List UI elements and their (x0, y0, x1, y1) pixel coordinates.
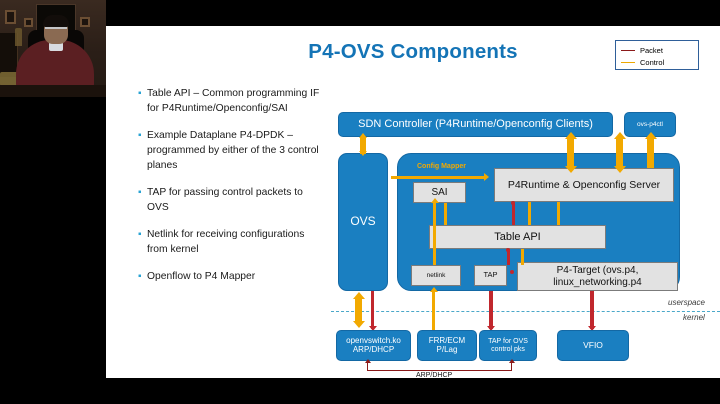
bullet-text: Openflow to P4 Mapper (147, 271, 256, 282)
bullet-text: Example Dataplane P4-DPDK – programmed b… (147, 130, 319, 171)
video-person-glasses (45, 27, 67, 33)
arrow-packet (512, 202, 515, 225)
arrow-packet (507, 249, 510, 265)
video-wall-picture (24, 18, 33, 27)
participant-video-tile[interactable] (0, 0, 106, 97)
label-arp-dhcp: ARP/DHCP (416, 372, 453, 379)
arrowhead-down (486, 326, 495, 331)
arrow-control (360, 138, 366, 154)
arrowhead-up (508, 359, 515, 363)
arrowhead-up (352, 292, 365, 299)
video-bookshelf (0, 33, 18, 77)
arrow-packet (489, 291, 493, 329)
bullet-marker-icon: ▪ (138, 187, 142, 198)
arrowhead-up (613, 132, 626, 139)
label-kernel: kernel (683, 313, 705, 322)
video-person-hair (43, 15, 69, 27)
arrow-packet-dot (511, 201, 515, 205)
arrowhead-down (352, 321, 365, 328)
arrow-packet (590, 291, 594, 329)
connector-arp-dhcp (367, 370, 512, 371)
arrow-control (647, 138, 654, 168)
arrowhead-up (644, 132, 657, 139)
arrowhead-down (368, 326, 377, 331)
legend-label: Control (640, 57, 665, 67)
bullet-marker-icon: ▪ (138, 229, 142, 240)
list-item: ▪ TAP for passing control packets to OVS (138, 185, 323, 215)
node-table-api[interactable]: Table API (429, 225, 606, 249)
arrow-packet (371, 291, 374, 329)
arrowhead-down (587, 326, 596, 331)
list-item: ▪ Netlink for receiving configurations f… (138, 227, 323, 257)
arrow-packet-dot (506, 248, 510, 252)
node-p4runtime-openconfig-server[interactable]: P4Runtime & Openconfig Server (494, 168, 674, 202)
bullet-marker-icon: ▪ (138, 130, 142, 141)
video-wall-picture (80, 17, 90, 27)
label-config-mapper: Config Mapper (417, 163, 466, 170)
connector-arp-dhcp-right (511, 363, 512, 370)
arrow-control (557, 202, 560, 225)
label-userspace: userspace (668, 298, 705, 307)
arrow-control (616, 138, 623, 168)
node-netlink[interactable]: netlink (411, 265, 461, 286)
arrowhead-up (364, 359, 371, 363)
arrow-packet-dot (510, 270, 514, 274)
arrow-control (433, 203, 436, 265)
page-title: P4-OVS Components (308, 40, 518, 63)
node-p4-target[interactable]: P4-Target (ovs.p4, linux_networking.p4 (517, 262, 678, 291)
packet-line-icon (621, 49, 635, 51)
arrow-control (355, 298, 362, 323)
arrow-config-mapper (391, 176, 484, 179)
arrow-control (528, 202, 531, 225)
arrowhead-up (359, 133, 367, 138)
node-tap-ovs-control[interactable]: TAP for OVS control pks (479, 330, 537, 361)
bullet-marker-icon: ▪ (138, 88, 142, 99)
node-sai[interactable]: SAI (413, 182, 466, 203)
userspace-kernel-divider (331, 311, 720, 312)
node-frr-ecmp[interactable]: FRR/ECM P/Lag (417, 330, 477, 361)
arrow-control (444, 203, 447, 225)
node-openvswitch-ko[interactable]: openvswitch.ko ARP/DHCP (336, 330, 411, 361)
control-line-icon (621, 61, 635, 63)
arrowhead-down (613, 166, 626, 173)
node-tap[interactable]: TAP (474, 265, 507, 286)
bullet-text: Netlink for receiving configurations fro… (147, 229, 305, 255)
arrow-control (432, 292, 435, 330)
arrow-control (567, 138, 574, 168)
node-ovs[interactable]: OVS (338, 153, 388, 291)
diagram-legend: Packet Control (615, 40, 699, 70)
letterbox-bottom (106, 378, 720, 404)
arrowhead-down (564, 166, 577, 173)
presentation-slide: P4-OVS Components Packet Control ▪ Table… (106, 26, 720, 379)
bullet-text: TAP for passing control packets to OVS (147, 187, 303, 213)
node-vfio[interactable]: VFIO (557, 330, 629, 361)
legend-item-control: Control (621, 56, 693, 68)
letterbox-left-bottom (0, 97, 106, 404)
list-item: ▪ Openflow to P4 Mapper (138, 269, 323, 284)
video-wall-picture (5, 10, 16, 24)
legend-item-packet: Packet (621, 44, 693, 56)
node-ovs-p4ctl[interactable]: ovs-p4ctl (624, 112, 676, 137)
arrowhead-right (484, 173, 489, 181)
video-person-collar (49, 42, 63, 51)
letterbox-top (106, 0, 720, 26)
architecture-diagram: SDN Controller (P4Runtime/Openconfig Cli… (331, 82, 720, 379)
bullet-marker-icon: ▪ (138, 271, 142, 282)
video-floor (0, 85, 106, 97)
legend-label: Packet (640, 45, 663, 55)
arrowhead-up (564, 132, 577, 139)
list-item: ▪ Table API – Common programming IF for … (138, 86, 323, 116)
arrowhead-up (429, 287, 438, 292)
arrowhead-down (359, 151, 367, 156)
connector-arp-dhcp-left (367, 363, 368, 370)
bullet-list: ▪ Table API – Common programming IF for … (138, 86, 323, 296)
bullet-text: Table API – Common programming IF for P4… (147, 88, 320, 114)
video-lamp (15, 28, 22, 46)
arrowhead-up (430, 198, 439, 203)
arrow-control (521, 249, 524, 265)
list-item: ▪ Example Dataplane P4-DPDK – programmed… (138, 128, 323, 173)
